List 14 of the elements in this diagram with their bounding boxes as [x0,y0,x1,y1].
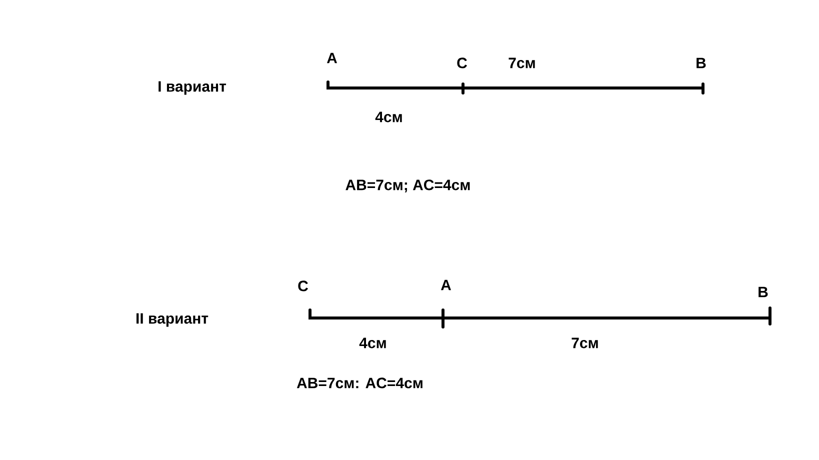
point-label: A [326,52,338,64]
length-label: 4см [359,338,386,348]
length-label: 7см [508,58,535,68]
equation-text: AB=7см; AC=4см [346,180,470,192]
length-label: 7см [572,338,598,348]
point-label: C [457,58,467,68]
point-label: B [758,286,768,298]
equation-text: AB=7см: AC=4см [296,378,422,388]
variant-title: II вариант [136,313,208,327]
length-label: 4см [375,112,402,122]
point-label: C [298,280,308,292]
point-label: A [440,280,452,290]
variant-title: I вариант [158,81,226,95]
point-label: B [696,58,706,68]
